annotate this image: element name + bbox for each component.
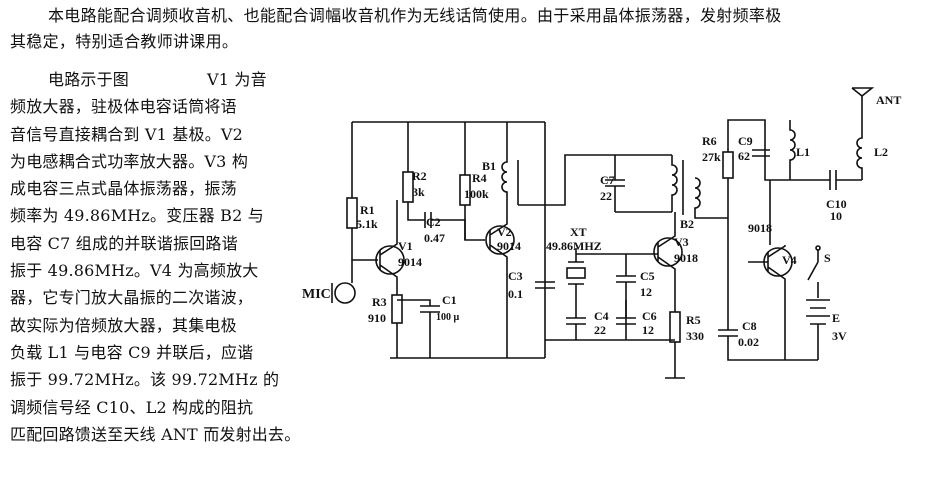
label-r4: R4	[472, 171, 487, 185]
label-c9-value: 62	[738, 149, 750, 163]
label-v4: V4	[782, 253, 797, 267]
label-mic: MIC	[302, 287, 331, 302]
intro-line-1: 本电路能配合调频收音机、也能配合调幅收音机作为无线话筒使用。由于采用晶体振荡器，…	[48, 6, 782, 25]
label-c10: C10	[826, 197, 847, 211]
label-c6-value: 12	[642, 323, 654, 337]
label-e: E	[832, 311, 840, 325]
label-r2-value: 3k	[412, 185, 425, 199]
label-ant: ANT	[876, 93, 901, 107]
label-c5-value: 12	[640, 285, 652, 299]
label-v2-type: 9014	[497, 239, 521, 253]
description-line: 振于 49.86MHz。V4 为高频放大	[10, 261, 259, 281]
description-line: 匹配回路馈送至天线 ANT 而发射出去。	[10, 424, 301, 444]
label-c8: C8	[742, 319, 757, 333]
description-line: 频放大器，驻极体电容话筒将语	[10, 97, 237, 117]
label-v3-type: 9018	[674, 251, 698, 265]
description-line: 振于 99.72MHz。该 99.72MHz 的	[10, 370, 280, 390]
label-c8-value: 0.02	[738, 335, 759, 349]
label-v1: V1	[398, 239, 413, 253]
description-line: 电容 C7 组成的并联谐振回路谐	[10, 233, 238, 253]
label-c6: C6	[642, 309, 657, 323]
label-r3: R3	[372, 295, 387, 309]
label-c1-value: 100 μ	[436, 312, 460, 323]
label-v2: V2	[497, 225, 512, 239]
schematic-wires	[331, 87, 875, 379]
label-r2: R2	[412, 169, 427, 183]
label-c3: C3	[508, 269, 523, 283]
label-c9: C9	[738, 134, 753, 148]
label-b2: B2	[680, 217, 694, 231]
label-l1: L1	[796, 145, 810, 159]
label-e-value: 3V	[832, 329, 847, 343]
intro-line-2: 其稳定，特别适合教师讲课用。	[10, 32, 239, 51]
label-s: S	[824, 251, 831, 265]
description-line: 故实际为倍频放大器，其集电极	[10, 315, 237, 335]
label-r5-value: 330	[686, 329, 704, 343]
label-r1-value: 5.1k	[356, 217, 378, 231]
label-r6: R6	[702, 134, 717, 148]
description-line: 为电感耦合式功率放大器。V3 构	[10, 151, 249, 171]
label-c7: C7	[600, 173, 615, 187]
schematic-labels: ANT L2 R6 27k C9 62 L1 C10 10 B1 R2 3k R…	[302, 93, 901, 349]
label-c1: C1	[442, 293, 457, 307]
label-c10-value: 10	[830, 209, 842, 223]
label-c2-value: 0.47	[424, 231, 445, 245]
label-r6-value: 27k	[702, 150, 721, 164]
label-c2: C2	[426, 215, 441, 229]
description-line: 成电容三点式晶体振荡器，振荡	[10, 179, 237, 199]
label-r5: R5	[686, 313, 701, 327]
label-xt-frequency: 49.86MHZ	[546, 239, 602, 253]
label-b1: B1	[482, 159, 496, 173]
description-line: 调频信号经 C10、L2 构成的阻抗	[10, 397, 254, 417]
label-xt: XT	[570, 225, 587, 239]
label-c4: C4	[594, 309, 609, 323]
description-line: 频率为 49.86MHz。变压器 B2 与	[10, 206, 264, 226]
label-l2: L2	[874, 145, 888, 159]
label-v4-type: 9018	[748, 221, 772, 235]
description-line: 负载 L1 与电容 C9 并联后，应谐	[10, 342, 254, 362]
description-line: 器，它专门放大晶振的二次谐波，	[10, 288, 254, 308]
label-v1-type: 9014	[398, 255, 422, 269]
description-line: 音信号直接耦合到 V1 基极。V2	[10, 124, 244, 144]
label-c5: C5	[640, 269, 655, 283]
label-r4-value: 100k	[464, 187, 489, 201]
label-r3-value: 910	[368, 311, 386, 325]
label-c7-value: 22	[600, 189, 612, 203]
label-c3-value: 0.1	[508, 287, 523, 301]
label-c4-value: 22	[594, 323, 606, 337]
label-v3: V3	[674, 235, 689, 249]
label-r1: R1	[360, 203, 375, 217]
